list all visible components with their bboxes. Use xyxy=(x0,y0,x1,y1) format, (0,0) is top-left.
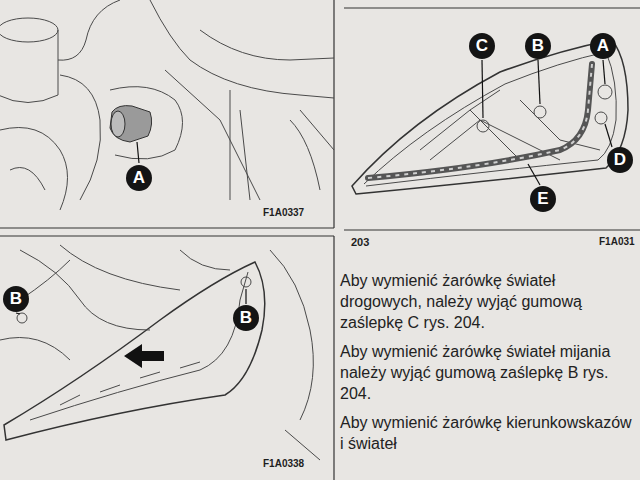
led-strip-dots xyxy=(368,64,592,178)
hose xyxy=(60,75,101,200)
leader-line xyxy=(528,164,540,185)
bracket xyxy=(230,90,250,200)
instruction-paragraph-box: Aby wymienić żarówkę świateł drogowych, … xyxy=(340,270,632,333)
headlamp-outline xyxy=(352,40,628,194)
callout-letter: C xyxy=(469,33,495,59)
lamp-back xyxy=(110,87,183,159)
headlamp-rear-drawing xyxy=(0,245,320,460)
headlamp-outline xyxy=(4,262,265,440)
figure-rule xyxy=(344,229,640,230)
hose xyxy=(58,0,120,60)
figure-rule xyxy=(0,235,334,236)
leader-lines xyxy=(482,60,612,185)
figure-code: 203 xyxy=(350,236,370,249)
figure-code: F1A031 xyxy=(598,236,636,248)
instruction-text: Aby wymienić żarówkę kierunkowskazów i ś… xyxy=(340,412,632,454)
instruction-paragraph-box: Aby wymienić żarówkę świateł mijania nal… xyxy=(340,341,632,404)
callout-letter: B xyxy=(525,33,551,59)
callout-letter: B xyxy=(3,286,29,312)
bulb-cap-body xyxy=(110,106,152,142)
indicator-socket xyxy=(598,85,612,99)
bulb-cap-face xyxy=(111,111,125,137)
figure-caption-box: F1A0337 xyxy=(262,207,305,219)
instruction-text: Aby wymienić żarówkę świateł drogowych, … xyxy=(340,270,632,333)
body-edge xyxy=(270,250,320,460)
figure-caption-box: 203 xyxy=(350,236,370,249)
bulb-cap xyxy=(110,106,152,163)
figure-caption-box: F1A031 xyxy=(598,236,636,248)
leader-line xyxy=(605,124,612,147)
housing-edge xyxy=(165,70,260,200)
callout-circle: B xyxy=(3,286,29,312)
housing-edge xyxy=(200,30,334,60)
side-light-socket xyxy=(595,112,607,124)
instruction-text: Aby wymienić żarówkę świateł mijania nal… xyxy=(340,341,632,404)
led-strip xyxy=(30,272,248,420)
callout-circle: B xyxy=(525,33,551,59)
callout-letter: A xyxy=(126,165,152,191)
engine-bay-drawing xyxy=(0,0,334,210)
reservoir xyxy=(0,18,58,42)
reservoir xyxy=(0,30,58,103)
leader-line xyxy=(603,60,605,84)
callout-circle: B xyxy=(233,305,259,331)
callout-circle: E xyxy=(530,186,556,212)
reflector-facets xyxy=(420,90,600,160)
screw xyxy=(17,313,27,323)
led-marks xyxy=(60,362,200,405)
leader-line xyxy=(538,60,540,104)
callout-letter: D xyxy=(607,147,633,173)
screw xyxy=(241,277,251,287)
callout-circle: A xyxy=(126,165,152,191)
callout-letter: A xyxy=(590,33,616,59)
callout-circle: C xyxy=(469,33,495,59)
housing-edge xyxy=(290,110,334,190)
leader-lines xyxy=(16,289,246,314)
hose xyxy=(0,128,68,211)
led-strip xyxy=(368,64,592,178)
figure-rule xyxy=(333,236,334,480)
callout-letter: B xyxy=(233,305,259,331)
leader-line xyxy=(137,142,139,163)
figure-rule xyxy=(333,0,334,228)
leader-line xyxy=(482,60,483,118)
figure-caption-box: F1A0338 xyxy=(262,458,305,470)
low-beam-cap xyxy=(534,106,546,118)
wires xyxy=(0,245,230,360)
figure-rule xyxy=(344,7,640,8)
callout-letter: E xyxy=(530,186,556,212)
headlamp-drawing xyxy=(352,40,628,194)
callout-circle: A xyxy=(590,33,616,59)
direction-arrow xyxy=(124,344,164,368)
leader-line xyxy=(245,289,246,304)
instruction-paragraph-box: Aby wymienić żarówkę kierunkowskazów i ś… xyxy=(340,412,632,454)
headlamp-inner xyxy=(364,52,616,186)
callout-circle: D xyxy=(607,147,633,173)
housing-edge xyxy=(150,0,334,98)
figure-code: F1A0337 xyxy=(262,207,305,219)
figure-rule xyxy=(0,227,334,228)
leader-line xyxy=(16,313,20,314)
clip xyxy=(10,168,45,191)
high-beam-cap xyxy=(477,120,489,132)
figure-code: F1A0338 xyxy=(262,458,305,470)
